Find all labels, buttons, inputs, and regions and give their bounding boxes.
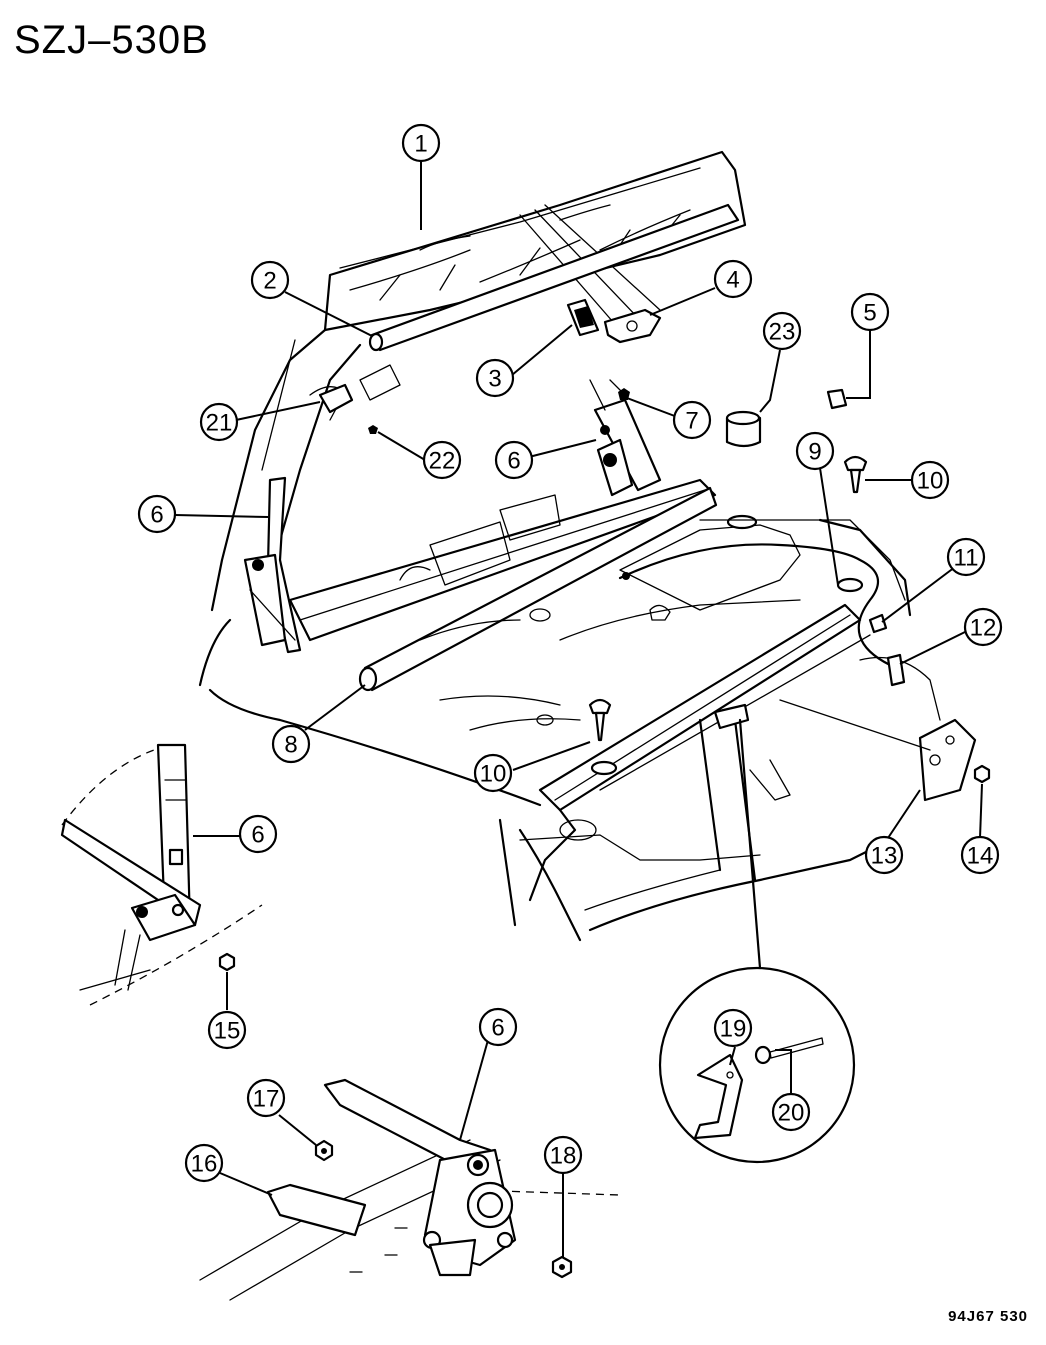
callout-5: 5 <box>850 292 890 332</box>
diagram-title: SZJ–530B <box>14 18 209 62</box>
svg-text:8: 8 <box>284 732 297 759</box>
callout-21: 21 <box>199 402 239 442</box>
hood-seal <box>368 203 740 352</box>
svg-text:2: 2 <box>263 268 276 295</box>
svg-text:15: 15 <box>214 1018 241 1045</box>
svg-text:12: 12 <box>970 615 997 642</box>
svg-text:9: 9 <box>808 439 821 466</box>
hinge-nut-upper <box>314 1139 334 1162</box>
screw-upper <box>843 455 868 494</box>
svg-text:6: 6 <box>251 822 264 849</box>
hood-latch-striker <box>566 298 600 337</box>
svg-text:5: 5 <box>863 300 876 327</box>
cable-end <box>886 653 906 687</box>
detail-hinge-left <box>60 743 263 1006</box>
svg-text:14: 14 <box>967 843 994 870</box>
prop-rod <box>713 703 762 970</box>
detail-circle <box>658 966 856 1164</box>
hood-latch <box>603 308 662 344</box>
svg-text:1: 1 <box>414 131 427 158</box>
svg-text:10: 10 <box>917 468 944 495</box>
callout-22: 22 <box>422 440 462 480</box>
callout-17: 17 <box>246 1078 286 1118</box>
callout-23: 23 <box>762 311 802 351</box>
left-hood-hinge <box>243 476 302 654</box>
svg-text:20: 20 <box>778 1100 805 1127</box>
bracket-screw <box>368 425 378 434</box>
callout-7: 7 <box>672 400 712 440</box>
callout-6-upper: 6 <box>494 440 534 480</box>
hood-bumper <box>725 410 762 448</box>
callout-1: 1 <box>401 123 441 163</box>
callout-6-detail: 6 <box>238 814 278 854</box>
callout-14: 14 <box>960 835 1000 875</box>
engine-compartment <box>198 514 941 807</box>
callout-12: 12 <box>963 607 1003 647</box>
callout-10-lower: 10 <box>473 753 513 793</box>
support-bracket <box>318 383 354 414</box>
cowl-panel <box>288 478 717 642</box>
callout-18: 18 <box>543 1135 583 1175</box>
svg-text:3: 3 <box>488 366 501 393</box>
latch-nut <box>973 764 991 784</box>
left-fender <box>210 328 401 612</box>
callout-3: 3 <box>475 358 515 398</box>
detail-hinge-bottom <box>199 1078 621 1301</box>
svg-text:6: 6 <box>150 502 163 529</box>
svg-text:6: 6 <box>507 448 520 475</box>
hinge-nut-lower <box>551 1255 573 1279</box>
svg-text:11: 11 <box>954 545 979 572</box>
svg-text:16: 16 <box>191 1151 218 1178</box>
hood-panel <box>323 150 747 332</box>
svg-text:19: 19 <box>720 1016 747 1043</box>
callout-11: 11 <box>946 537 986 577</box>
callout-10-upper: 10 <box>910 460 950 500</box>
latch-bracket <box>779 699 977 802</box>
callout-2: 2 <box>250 260 290 300</box>
callout-6-left: 6 <box>137 494 177 534</box>
callout-16: 16 <box>184 1143 224 1183</box>
clip <box>826 388 848 410</box>
svg-text:21: 21 <box>206 410 233 437</box>
detail-hinge-nut <box>218 952 236 972</box>
callout-19: 19 <box>713 1008 753 1048</box>
hinge-insulator <box>266 1183 367 1237</box>
svg-text:10: 10 <box>480 761 507 788</box>
radiator-support <box>498 577 872 942</box>
callout-9: 9 <box>795 431 835 471</box>
callout-8: 8 <box>271 724 311 764</box>
svg-text:23: 23 <box>769 319 796 346</box>
callout-15: 15 <box>207 1010 247 1050</box>
svg-text:13: 13 <box>871 843 898 870</box>
svg-text:17: 17 <box>253 1086 280 1113</box>
callout-4: 4 <box>713 259 753 299</box>
callout-13: 13 <box>864 835 904 875</box>
svg-text:18: 18 <box>550 1143 577 1170</box>
callout-6-bottom: 6 <box>478 1007 518 1047</box>
svg-text:22: 22 <box>429 448 456 475</box>
right-hood-hinge <box>589 379 662 497</box>
cowl-seal <box>358 486 718 692</box>
cable-clip <box>868 613 888 634</box>
callout-20: 20 <box>771 1092 811 1132</box>
svg-text:6: 6 <box>491 1015 504 1042</box>
svg-text:7: 7 <box>685 408 698 435</box>
svg-text:4: 4 <box>726 267 739 294</box>
figure-code: 94J67 530 <box>948 1308 1028 1325</box>
screw-lower <box>588 698 612 742</box>
catch-bolt <box>609 379 630 400</box>
